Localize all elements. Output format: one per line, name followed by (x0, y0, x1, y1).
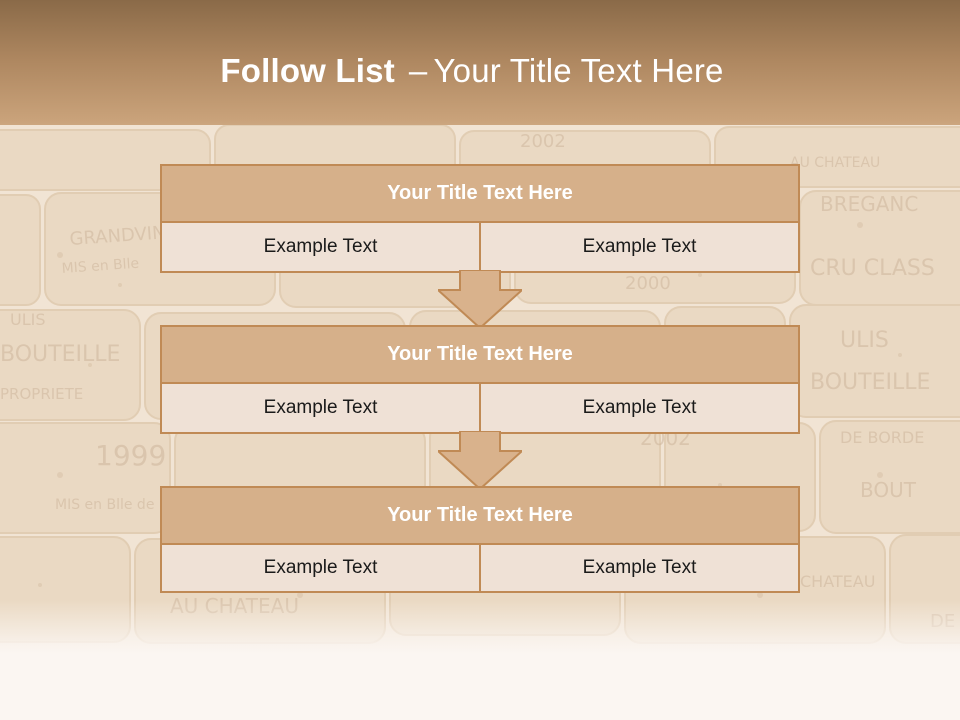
block-title: Your Title Text Here (162, 166, 798, 221)
block-cell-right: Example Text (481, 223, 798, 271)
stamp-text: BOUTEILLE (0, 342, 120, 367)
block-title: Your Title Text Here (162, 488, 798, 543)
block-title: Your Title Text Here (162, 327, 798, 382)
stamp-text: ULIS (10, 310, 46, 329)
stamp-text: 2000 (625, 273, 671, 294)
down-arrow-icon (438, 270, 522, 330)
stamp-text: CRU CLASS (810, 256, 935, 281)
list-block-3: Your Title Text Here Example Text Exampl… (160, 486, 800, 593)
stamp-text: BREGANC (820, 192, 918, 216)
list-block-2: Your Title Text Here Example Text Exampl… (160, 325, 800, 434)
block-cell-left: Example Text (162, 384, 479, 432)
stamp-text: ULIS (840, 328, 889, 353)
block-cell-right: Example Text (481, 545, 798, 591)
down-arrow-icon (438, 431, 522, 491)
stamp-text: DE BORDE (840, 428, 924, 447)
block-row: Example Text Example Text (162, 384, 798, 432)
slide-title: Follow List–Your Title Text Here (0, 52, 944, 90)
title-rest-text: Your Title Text Here (433, 52, 724, 89)
stamp-text: MIS en Blle de (55, 497, 154, 513)
stamp-text: 2002 (520, 131, 566, 152)
stamp-text: 1999 (95, 439, 166, 472)
block-row: Example Text Example Text (162, 223, 798, 271)
block-cell-left: Example Text (162, 223, 479, 271)
title-separator: – (408, 52, 428, 89)
stamp-text: CHATEAU (800, 572, 875, 591)
stamp-text: PROPRIETE (0, 385, 83, 403)
stamp-text: MIS en Blle (61, 256, 139, 277)
block-row: Example Text Example Text (162, 545, 798, 591)
list-block-1: Your Title Text Here Example Text Exampl… (160, 164, 800, 273)
stamp-text: BOUT (860, 478, 917, 502)
block-cell-right: Example Text (481, 384, 798, 432)
background-fade (0, 600, 960, 720)
stamp-text: BOUTEILLE (810, 370, 930, 395)
stamp-text: AU CHATEAU (790, 155, 880, 171)
title-bold-text: Follow List (220, 52, 395, 89)
block-cell-left: Example Text (162, 545, 479, 591)
